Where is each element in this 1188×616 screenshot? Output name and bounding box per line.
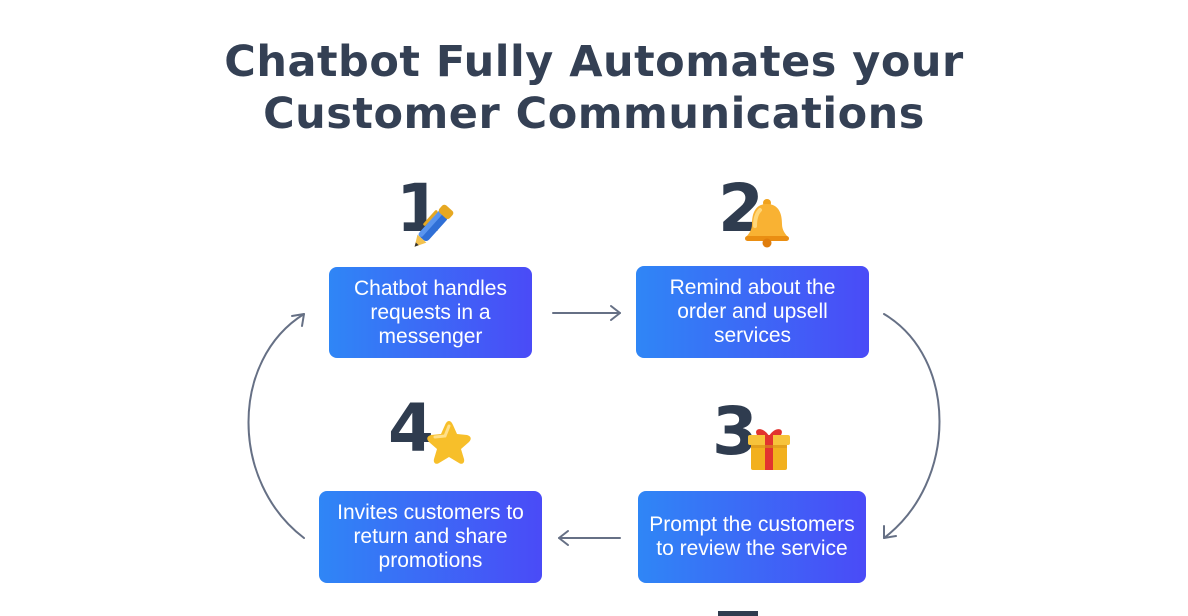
step-4-number: 4 — [388, 390, 434, 467]
title-line-1: Chatbot Fully Automates your — [224, 37, 964, 87]
pen-icon — [410, 198, 462, 252]
arrow-step2-to-step3 — [883, 313, 941, 539]
arrow-step4-to-step1 — [247, 313, 305, 539]
bell-icon — [741, 196, 793, 252]
next-step-number-partial — [718, 611, 758, 616]
star-icon — [423, 418, 475, 474]
step-2-card: Remind about the order and upsell servic… — [636, 266, 869, 358]
step-1-card: Chatbot handles requests in a messenger — [329, 267, 532, 358]
step-2-text: Remind about the order and upsell servic… — [669, 276, 836, 347]
step-4-text: Invites customers to return and share pr… — [337, 501, 524, 572]
step-3-card: Prompt the customers to review the servi… — [638, 491, 866, 583]
step-3-number: 3 — [712, 393, 758, 470]
step-3-text: Prompt the customers to review the servi… — [649, 513, 855, 560]
arrow-step1-to-step2 — [552, 305, 621, 321]
gift-icon — [745, 424, 793, 476]
step-4-card: Invites customers to return and share pr… — [319, 491, 542, 583]
page-title: Chatbot Fully Automates your Customer Co… — [0, 36, 1188, 140]
step-1-text: Chatbot handles requests in a messenger — [354, 276, 507, 348]
title-line-2: Customer Communications — [263, 89, 925, 139]
arrow-step3-to-step4 — [558, 530, 621, 546]
